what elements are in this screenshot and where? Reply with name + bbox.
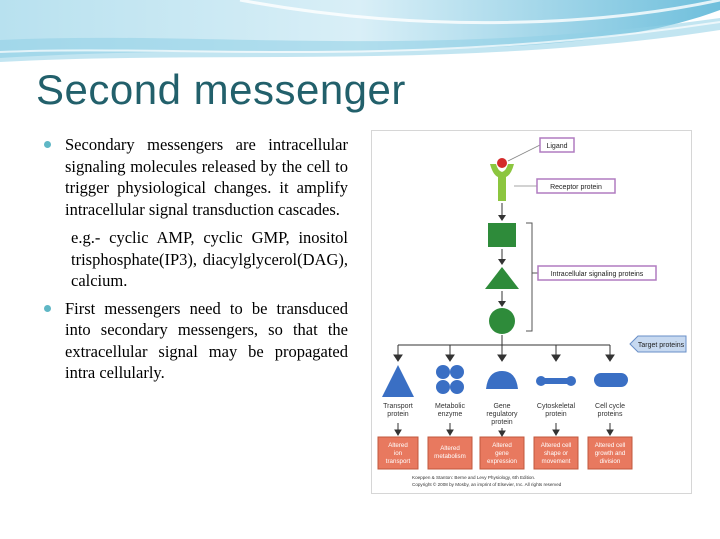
svg-text:Altered cell: Altered cell <box>595 442 626 449</box>
ligand-label-box <box>539 137 575 153</box>
ligand-leader-line <box>507 144 541 162</box>
svg-text:Altered: Altered <box>440 445 460 452</box>
signaling-protein-square <box>488 223 516 247</box>
ligand-label: Ligand <box>546 143 567 150</box>
intracellular-label: Intracellular signaling proteins <box>551 271 644 278</box>
svg-text:gene: gene <box>495 450 509 457</box>
signaling-protein-circle <box>489 308 515 334</box>
svg-text:enzyme: enzyme <box>438 411 463 418</box>
header-wave-banner <box>0 0 720 62</box>
transport-protein-icon <box>382 365 414 397</box>
svg-text:Metabolic: Metabolic <box>435 403 465 410</box>
bullet-dot <box>44 304 51 312</box>
target-label: Transport protein <box>383 403 413 418</box>
signaling-bracket <box>526 222 533 332</box>
slide-body: Secondary messengers are intracellular s… <box>44 134 348 384</box>
response-box: Altered metabolism <box>427 436 473 470</box>
target-label: Gene regulatory protein <box>486 403 518 426</box>
svg-text:Cell cycle: Cell cycle <box>595 403 625 410</box>
target-label: Cell cycle proteins <box>595 403 625 418</box>
figure-credit-line1: Koeppen & Stanton: Berne and Levy Physio… <box>412 475 535 480</box>
metabolic-enzyme-icon <box>436 365 464 394</box>
svg-text:Altered: Altered <box>492 442 512 449</box>
svg-text:ion: ion <box>394 450 403 457</box>
svg-text:division: division <box>600 458 621 465</box>
receptor-protein-icon <box>490 164 514 201</box>
arrow-head <box>498 259 506 265</box>
signaling-diagram: Ligand Receptor protein Intracellular si… <box>377 137 687 487</box>
bullet-dot <box>44 141 51 148</box>
example-text: e.g.- cyclic AMP, cyclic GMP, inositol t… <box>71 228 348 290</box>
target-label: Metabolic enzyme <box>435 403 465 418</box>
bullet-text: First messengers need to be transduced i… <box>65 298 348 383</box>
signaling-protein-triangle <box>485 267 519 289</box>
bullet-text: Secondary messengers are intracellular s… <box>65 135 348 219</box>
svg-text:Gene: Gene <box>493 403 510 410</box>
svg-text:Altered cell: Altered cell <box>541 442 572 449</box>
ligand-icon <box>497 158 507 168</box>
bullet-item: First messengers need to be transduced i… <box>44 298 348 384</box>
target-proteins-tag <box>629 335 687 353</box>
svg-text:Altered: Altered <box>388 442 408 449</box>
svg-text:Transport: Transport <box>383 403 413 410</box>
svg-text:shape or: shape or <box>544 450 568 457</box>
response-box: Altered ion transport <box>377 436 419 470</box>
receptor-label: Receptor protein <box>550 184 602 191</box>
cell-cycle-protein-icon <box>594 373 628 387</box>
svg-text:protein: protein <box>491 419 513 426</box>
svg-text:metabolism: metabolism <box>434 453 466 460</box>
svg-text:regulatory: regulatory <box>486 411 518 418</box>
signaling-figure: Ligand Receptor protein Intracellular si… <box>371 130 692 494</box>
response-box: Altered gene expression <box>479 436 525 470</box>
svg-text:Cytoskeletal: Cytoskeletal <box>537 403 576 410</box>
svg-text:expression: expression <box>487 458 517 465</box>
branch-arrows <box>393 345 615 362</box>
target-proteins-label: Target proteins <box>638 342 685 349</box>
cytoskeletal-protein-icon <box>536 376 576 386</box>
svg-text:proteins: proteins <box>598 411 623 418</box>
slide-title: Second messenger <box>36 66 406 113</box>
bullet-item: Secondary messengers are intracellular s… <box>44 134 348 220</box>
response-box: Altered cell shape or movement <box>533 436 579 470</box>
arrow-head <box>498 301 506 307</box>
receptor-label-box <box>536 178 616 194</box>
figure-credit-line2: Copyright © 2008 by Mosby, an imprint of… <box>412 481 562 487</box>
gene-regulatory-protein-icon <box>486 371 518 389</box>
svg-text:transport: transport <box>386 458 411 465</box>
svg-text:protein: protein <box>545 411 567 418</box>
svg-text:movement: movement <box>542 458 571 465</box>
target-label: Cytoskeletal protein <box>537 403 576 418</box>
svg-text:protein: protein <box>387 411 409 418</box>
svg-text:growth and: growth and <box>595 450 626 457</box>
response-arrows <box>394 423 614 437</box>
arrow-head <box>498 215 506 221</box>
intracellular-label-box <box>537 265 657 281</box>
response-box: Altered cell growth and division <box>587 436 633 470</box>
